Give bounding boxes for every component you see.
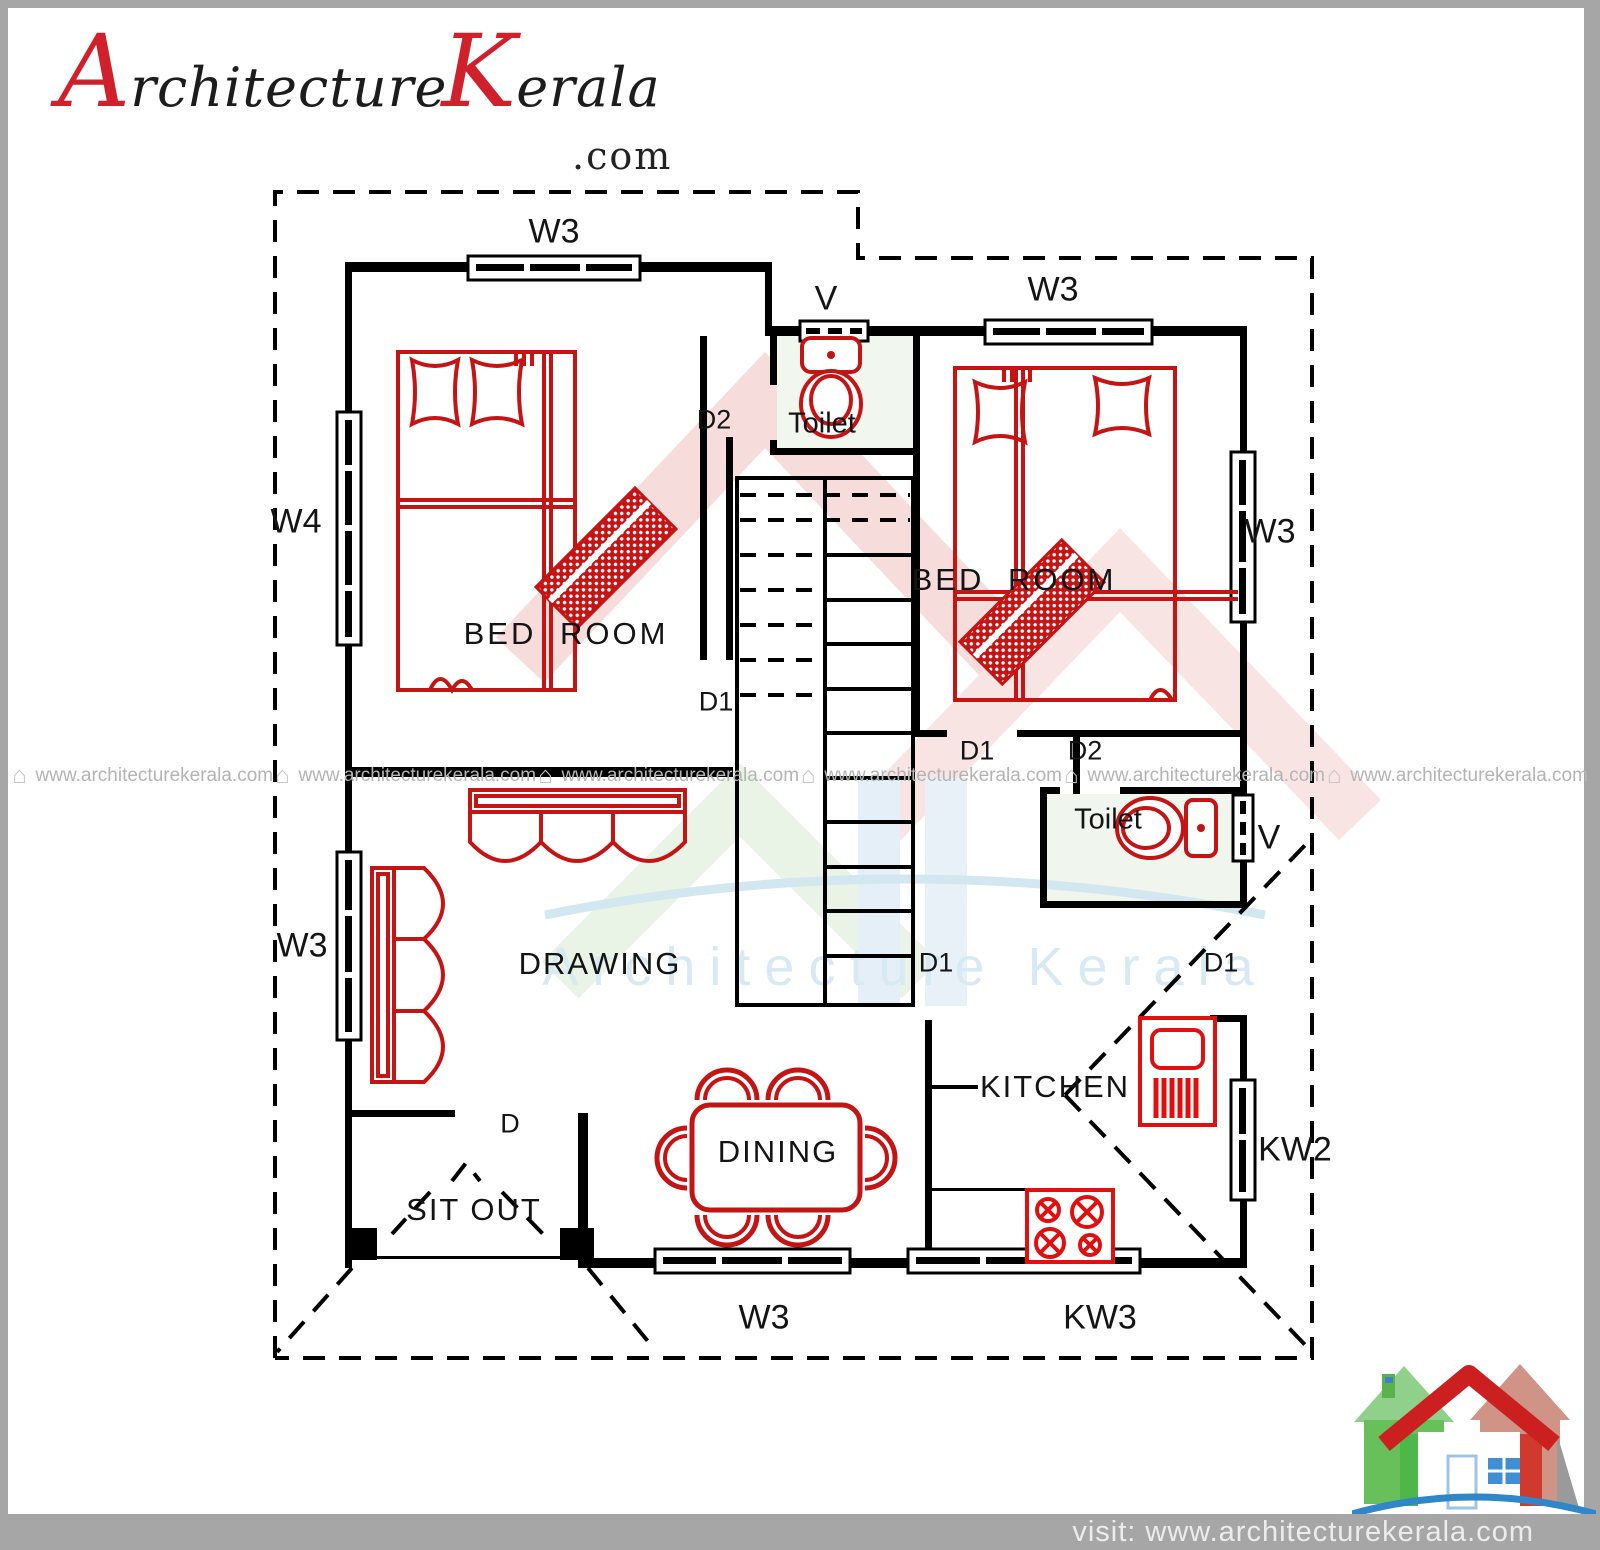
window-v-right: [1231, 793, 1255, 863]
window-w3-top-left: [466, 254, 642, 282]
label-bedroom-right: BED ROOM: [911, 562, 1117, 597]
stairs: [735, 476, 915, 1007]
window-w3-top-right: [983, 318, 1154, 346]
footer-bar: visit: www.architecturekerala.com: [0, 1514, 1600, 1550]
sink-icon: [1138, 1016, 1217, 1127]
background-watermark-art: Architecture Kerala: [495, 336, 1381, 1006]
label-w3-left-lower: W3: [276, 926, 328, 965]
label-kw3-bottom: KW3: [1063, 1298, 1137, 1337]
label-w4-left: W4: [270, 502, 322, 541]
label-toilet-2: Toilet: [1074, 803, 1142, 836]
label-kw2: KW2: [1258, 1130, 1332, 1169]
frame-left: [0, 0, 8, 1550]
house-logo: [1352, 1364, 1596, 1518]
logo-tld: .com: [572, 134, 673, 178]
label-w3-top-right: W3: [1027, 270, 1079, 309]
label-v-right: V: [1257, 818, 1281, 857]
dining-table-icon: [654, 1067, 898, 1248]
site-logo: ArchitectureKerala: [58, 22, 661, 122]
background-watermark-text: Architecture Kerala: [542, 937, 1267, 997]
label-toilet-1: Toilet: [788, 407, 856, 440]
window-kw2-right: [1229, 1078, 1257, 1202]
label-d-sitout: D: [500, 1108, 520, 1139]
label-bedroom-left: BED ROOM: [463, 616, 669, 651]
label-d1-bed1: D1: [698, 686, 734, 717]
label-w3-top-left: W3: [528, 212, 580, 251]
bed-icon-left: [396, 350, 577, 695]
sofa-icon-left: [370, 866, 445, 1084]
label-v-top: V: [814, 279, 838, 318]
label-dining: DINING: [717, 1134, 839, 1169]
label-drawing: DRAWING: [518, 946, 682, 981]
label-sitout: SIT OUT: [406, 1192, 542, 1227]
logo-word-architecture: rchitecture: [130, 56, 448, 119]
furniture: [370, 336, 1238, 1264]
label-d1-bed2: D1: [959, 735, 995, 766]
window-w3-left-lower: [335, 850, 363, 1042]
frame-top: [0, 0, 1600, 8]
toilet-icon-lower: [1115, 796, 1218, 860]
label-kitchen: KITCHEN: [979, 1069, 1131, 1104]
stove-icon: [1025, 1188, 1115, 1264]
rug-icon-left: [533, 485, 679, 631]
label-d1-kitchen: D1: [918, 947, 954, 978]
frame-right: [1584, 0, 1600, 1550]
sofa-icon-top: [468, 788, 687, 863]
window-w3-bottom: [653, 1247, 852, 1275]
window-w4-left: [335, 410, 363, 647]
rug-icon-right: [957, 537, 1107, 687]
logo-word-kerala: erala: [516, 56, 661, 119]
logo-initial-a: A: [58, 13, 131, 130]
logo-initial-k: K: [441, 13, 517, 130]
label-w3-right: W3: [1244, 512, 1296, 551]
footer-url: visit: www.architecturekerala.com: [1072, 1515, 1534, 1548]
label-d1-work: D1: [1203, 947, 1239, 978]
house-logo-art: [1352, 1364, 1596, 1518]
label-w3-bottom: W3: [738, 1298, 790, 1337]
toilet-icon-upper: [799, 336, 863, 439]
label-d2-toilet2: D2: [1067, 735, 1103, 766]
label-d2-upper: D2: [696, 404, 732, 435]
site-boundary: [273, 190, 1314, 1360]
